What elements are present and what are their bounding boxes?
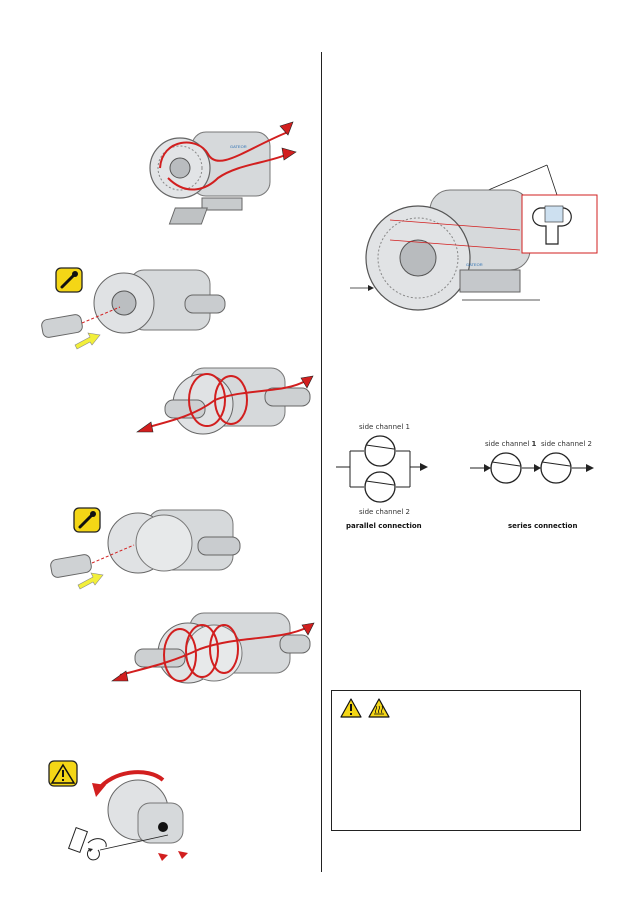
blower-two-stage-exploded-illustration xyxy=(50,509,241,590)
series-connection-diagram xyxy=(470,452,594,484)
wrench-screwdriver-icon xyxy=(55,267,83,293)
hot-surface-warning-icon xyxy=(368,698,390,718)
parallel-connection-diagram xyxy=(336,435,428,503)
svg-text:GATEOR: GATEOR xyxy=(230,144,247,149)
warning-icon xyxy=(340,698,362,718)
warning-icon xyxy=(48,760,78,787)
wrench-screwdriver-icon xyxy=(73,507,101,533)
series-label-2: side channel 2 xyxy=(541,440,592,448)
svg-text:GATEOR: GATEOR xyxy=(466,262,483,267)
blower-silencer-exploded-illustration xyxy=(41,269,226,350)
parallel-caption: parallel connection xyxy=(346,522,422,530)
blower-rotation-illustration xyxy=(67,770,188,861)
blower-double-flow-illustration xyxy=(136,367,314,435)
column-divider xyxy=(321,52,322,872)
rotation-arrow-icon xyxy=(86,848,100,861)
warning-box xyxy=(331,690,581,831)
series-label-1: side channel 1 xyxy=(485,440,537,448)
blower-single-flow-illustration: GATEOR xyxy=(149,121,297,225)
series-caption: series connection xyxy=(508,522,578,530)
parallel-bottom-label: side channel 2 xyxy=(359,508,410,516)
parallel-top-label: side channel 1 xyxy=(359,423,410,431)
blower-cutaway-illustration: GATEOR xyxy=(350,164,598,311)
blower-two-stage-flow-illustration xyxy=(111,612,315,684)
